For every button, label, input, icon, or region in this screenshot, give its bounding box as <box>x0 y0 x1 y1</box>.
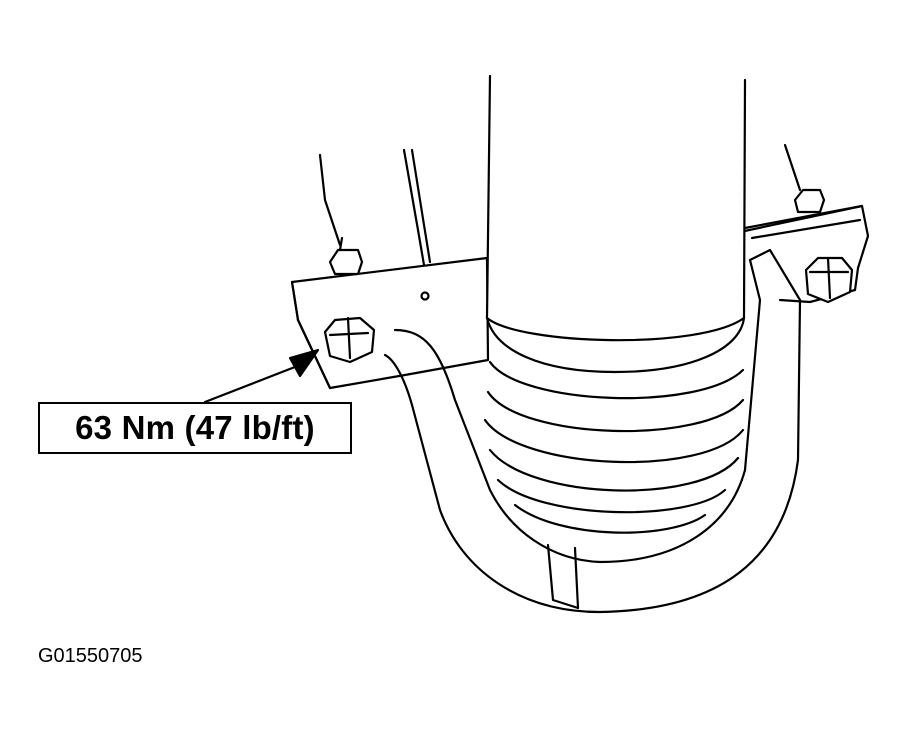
figure-id-label: G01550705 <box>38 645 143 667</box>
leader-arrow <box>203 348 320 404</box>
mounting-nut-rear-right <box>793 188 826 214</box>
background-lines <box>318 143 802 267</box>
shock-absorber <box>485 74 747 374</box>
torque-callout-box: 63 Nm (47 lb/ft) <box>38 402 352 454</box>
coil-spring <box>483 360 745 534</box>
mounting-nut-right <box>804 256 854 304</box>
mounting-nut-front <box>323 316 376 364</box>
mounting-nut-rear-left <box>328 236 364 276</box>
u-strap <box>383 248 802 614</box>
torque-callout-label: 63 Nm (47 lb/ft) <box>75 409 315 446</box>
